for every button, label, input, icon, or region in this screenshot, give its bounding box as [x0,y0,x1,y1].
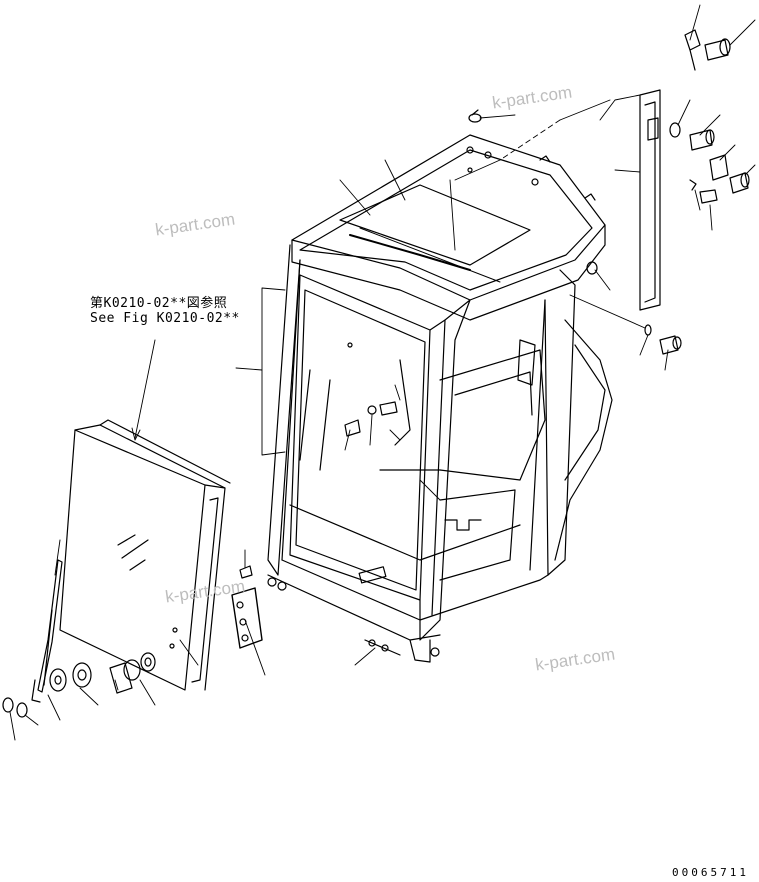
reference-note-en: See Fig K0210-02** [90,311,240,326]
reference-note-jp: 第K0210-02**図参照 [90,296,228,311]
rear-pillar-cover [639,89,661,311]
latch-plate [231,565,263,649]
wiper-assembly [31,559,63,703]
cab-roof [291,134,606,321]
hardware-nuts-washers [2,627,178,718]
leader-lines [9,4,756,741]
hinge-fasteners [344,29,750,437]
cab-frame [267,244,613,663]
side-window-glass [59,419,231,691]
document-number: 00065711 [672,866,749,879]
